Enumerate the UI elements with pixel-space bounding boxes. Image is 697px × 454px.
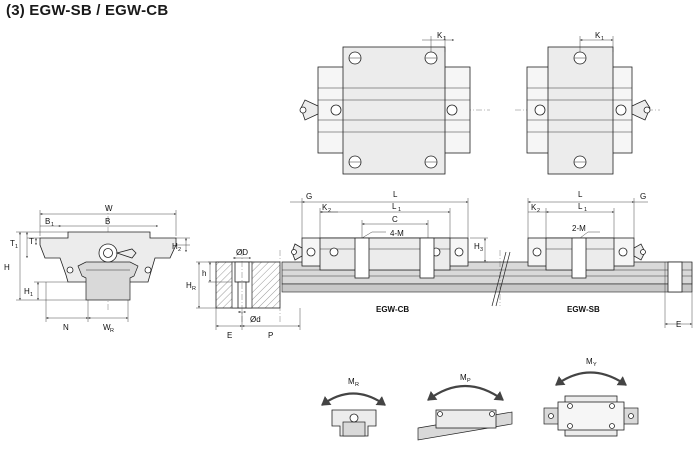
grease-nipple-icon bbox=[631, 99, 651, 121]
label-wr: W bbox=[103, 323, 111, 332]
moment-mr-diagram bbox=[321, 392, 386, 437]
label-h-small: h bbox=[202, 269, 206, 278]
sub-hr: R bbox=[192, 286, 196, 292]
sub-wr: R bbox=[110, 328, 114, 334]
label-h: H bbox=[4, 263, 10, 272]
sub-k2-cb: 2 bbox=[328, 208, 331, 214]
top-view-sb bbox=[515, 36, 660, 175]
label-g-cb: G bbox=[306, 192, 312, 201]
grease-nipple-icon bbox=[299, 99, 319, 121]
label-l-cb: L bbox=[393, 190, 398, 199]
moment-mp-diagram bbox=[417, 384, 513, 441]
caption-egw-sb: EGW-SB bbox=[567, 305, 600, 314]
label-mp: M bbox=[460, 373, 467, 382]
label-e-right: E bbox=[676, 320, 681, 329]
label-b: B bbox=[105, 217, 110, 226]
label-t: T bbox=[29, 237, 34, 246]
section-title: (3) EGW-SB / EGW-CB bbox=[6, 2, 169, 19]
label-l1-sb: L bbox=[578, 202, 583, 211]
sub-t1: 1 bbox=[15, 244, 18, 250]
caption-egw-cb: EGW-CB bbox=[376, 305, 409, 314]
label-p: P bbox=[268, 331, 273, 340]
label-b1: B bbox=[45, 217, 50, 226]
side-view-cb bbox=[290, 198, 488, 279]
label-h2: H bbox=[172, 242, 178, 251]
label-my: M bbox=[586, 357, 593, 366]
sub-b1: 1 bbox=[51, 222, 54, 228]
sub-k1-top-cb: 1 bbox=[443, 36, 446, 42]
label-k1-top-cb: K bbox=[437, 31, 443, 40]
label-k1-top-sb: K bbox=[595, 31, 601, 40]
label-phi-d-large: ØD bbox=[236, 248, 248, 257]
sub-h3: 3 bbox=[480, 247, 483, 253]
rail-section-view bbox=[196, 250, 301, 330]
label-c: C bbox=[392, 215, 398, 224]
sub-l1-cb: 1 bbox=[398, 207, 401, 213]
sub-k1-top-sb: 1 bbox=[601, 36, 604, 42]
sub-mr: R bbox=[355, 382, 359, 388]
label-h1: H bbox=[24, 287, 30, 296]
label-mr: M bbox=[348, 377, 355, 386]
label-t1: T bbox=[10, 239, 15, 248]
label-k2-sb: K bbox=[531, 203, 537, 212]
label-k2-cb: K bbox=[322, 203, 328, 212]
sub-k2-sb: 2 bbox=[537, 208, 540, 214]
label-4m: 4-M bbox=[390, 229, 404, 238]
label-2m: 2-M bbox=[572, 224, 586, 233]
sub-l1-sb: 1 bbox=[584, 207, 587, 213]
top-view-cb bbox=[299, 36, 490, 175]
end-view bbox=[16, 205, 190, 322]
label-phi-d-small: Ød bbox=[250, 315, 261, 324]
label-l1-cb: L bbox=[392, 202, 397, 211]
sub-my: Y bbox=[593, 362, 597, 368]
label-h3: H bbox=[474, 242, 480, 251]
label-w: W bbox=[105, 204, 113, 213]
moment-my-diagram bbox=[543, 371, 639, 437]
label-g-sb: G bbox=[640, 192, 646, 201]
label-e-left: E bbox=[227, 331, 232, 340]
label-l-sb: L bbox=[578, 190, 583, 199]
sub-h2: 2 bbox=[178, 247, 181, 253]
label-n: N bbox=[63, 323, 69, 332]
sub-mp: P bbox=[467, 378, 471, 384]
side-view-sb bbox=[527, 198, 648, 279]
sub-h1: 1 bbox=[30, 292, 33, 298]
label-hr: H bbox=[186, 281, 192, 290]
